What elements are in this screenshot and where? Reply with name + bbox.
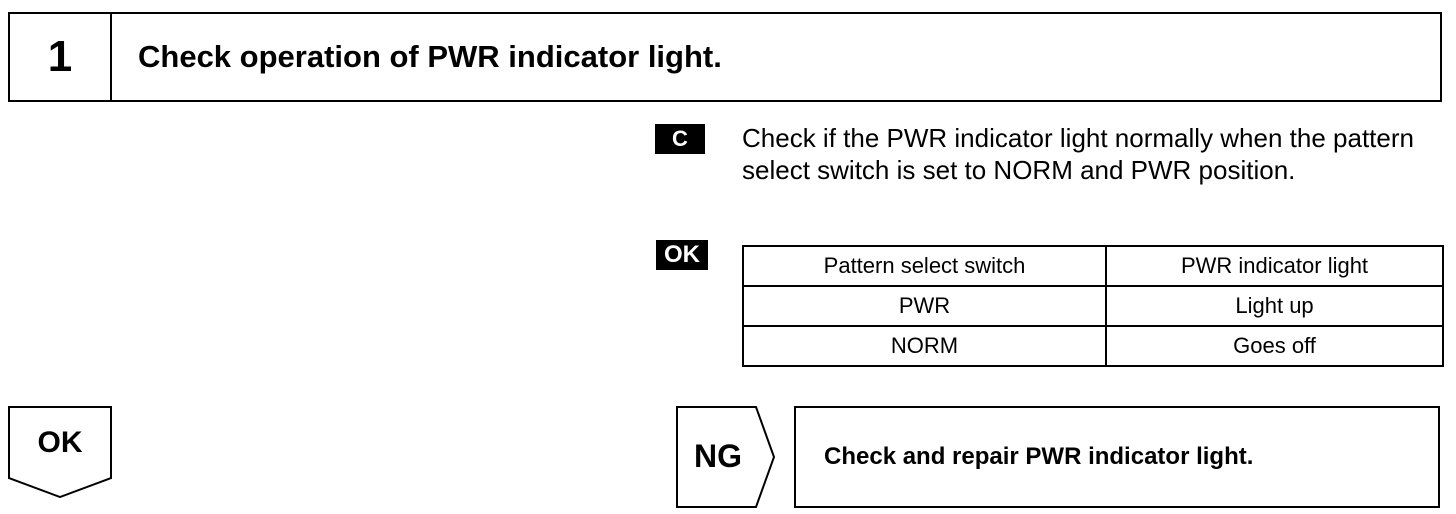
step-title: Check operation of PWR indicator light. [138,39,722,74]
step-header: 1 Check operation of PWR indicator light… [8,12,1442,102]
check-instruction: Check if the PWR indicator light normall… [742,123,1414,185]
column-header: PWR indicator light [1105,245,1444,287]
table-cell: NORM [741,325,1108,367]
ok-spec-badge: OK [656,240,708,270]
table-cell: PWR [741,285,1108,327]
spec-table: Pattern select switch PWR indicator ligh… [741,245,1444,367]
ok-arrow-shape [8,406,112,498]
ng-arrow-shape [676,406,776,508]
step-number: 1 [10,14,112,100]
table-row: PWR Light up [741,285,1444,327]
table-header-row: Pattern select switch PWR indicator ligh… [741,245,1444,287]
table-cell: Goes off [1105,325,1444,367]
ng-action-text: Check and repair PWR indicator light. [824,443,1254,470]
column-header: Pattern select switch [741,245,1108,287]
table-row: NORM Goes off [741,325,1444,367]
ng-action-box: Check and repair PWR indicator light. [794,406,1440,508]
ng-result-label: NG [694,438,742,474]
check-badge: C [655,124,705,154]
table-cell: Light up [1105,285,1444,327]
ok-result-label: OK [37,426,83,459]
